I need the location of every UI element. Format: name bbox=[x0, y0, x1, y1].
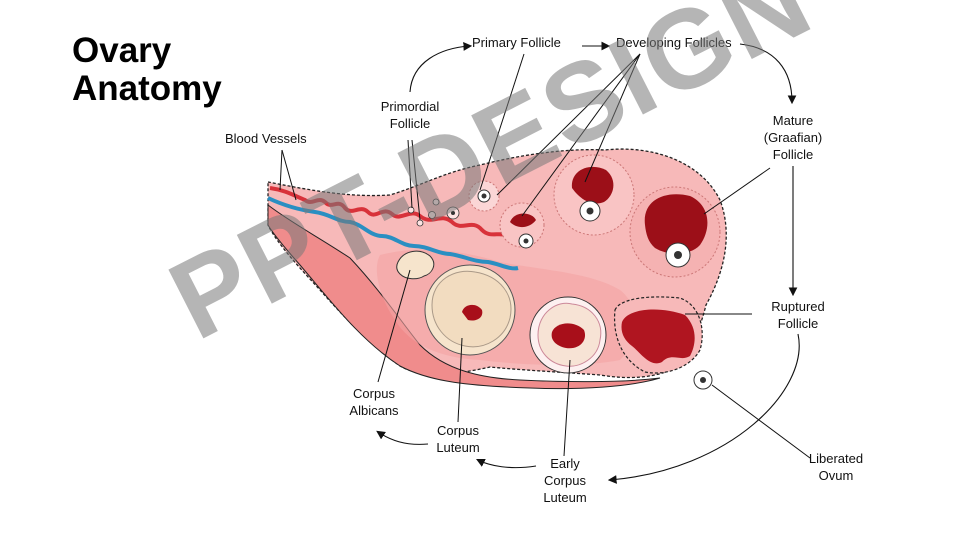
label-liberated-ovum: Liberated Ovum bbox=[802, 450, 870, 484]
label-albicans-line-1: Corpus bbox=[340, 385, 408, 402]
arrow-developing-to-mature bbox=[740, 44, 792, 102]
label-primordial-follicle: Primordial Follicle bbox=[376, 98, 444, 132]
label-luteum-line-1: Corpus bbox=[424, 422, 492, 439]
label-ruptured-follicle: Ruptured Follicle bbox=[764, 298, 832, 332]
label-blood-vessels: Blood Vessels bbox=[225, 130, 307, 147]
label-ruptured-line-1: Ruptured bbox=[764, 298, 832, 315]
label-developing-follicles: Developing Follicles bbox=[616, 34, 732, 51]
label-corpus-albicans: Corpus Albicans bbox=[340, 385, 408, 419]
label-early-line-3: Luteum bbox=[530, 489, 600, 506]
label-early-line-2: Corpus bbox=[530, 472, 600, 489]
early-corpus-luteum bbox=[530, 297, 606, 373]
arrow-luteum-to-albicans bbox=[378, 432, 428, 444]
label-early-corpus-luteum: Early Corpus Luteum bbox=[530, 455, 600, 506]
label-mature-follicle: Mature (Graafian) Follicle bbox=[758, 112, 828, 163]
label-liberated-line-2: Ovum bbox=[802, 467, 870, 484]
label-corpus-luteum: Corpus Luteum bbox=[424, 422, 492, 456]
label-liberated-line-1: Liberated bbox=[802, 450, 870, 467]
corpus-luteum bbox=[425, 265, 515, 355]
label-primary-follicle: Primary Follicle bbox=[472, 34, 561, 51]
label-mature-line-3: Follicle bbox=[758, 146, 828, 163]
label-early-line-1: Early bbox=[530, 455, 600, 472]
primary-follicle bbox=[469, 181, 499, 211]
label-mature-line-1: Mature bbox=[758, 112, 828, 129]
arrow-early-to-luteum bbox=[478, 460, 536, 468]
mature-follicle bbox=[630, 187, 720, 277]
arrow-primordial-to-primary bbox=[410, 46, 470, 92]
label-primordial-line-1: Primordial bbox=[376, 98, 444, 115]
label-ruptured-line-2: Follicle bbox=[764, 315, 832, 332]
developing-follicle-2 bbox=[554, 155, 634, 235]
liberated-ovum bbox=[694, 371, 712, 389]
label-albicans-line-2: Albicans bbox=[340, 402, 408, 419]
label-mature-line-2: (Graafian) bbox=[758, 129, 828, 146]
label-primordial-line-2: Follicle bbox=[376, 115, 444, 132]
label-luteum-line-2: Luteum bbox=[424, 439, 492, 456]
